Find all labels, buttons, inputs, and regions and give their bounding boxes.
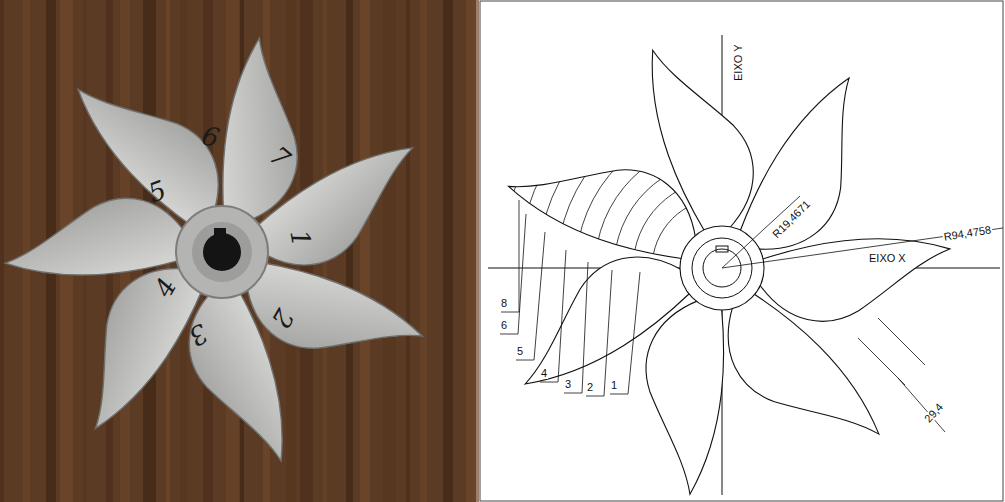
marker-line xyxy=(117,150,321,354)
wood-grain xyxy=(0,0,4,502)
leader-line xyxy=(516,360,534,361)
leader-line xyxy=(582,262,588,393)
marker-line xyxy=(5,38,433,466)
marker-line xyxy=(89,122,349,382)
leader-line xyxy=(610,394,628,395)
callout-number: 4 xyxy=(540,368,548,379)
leader-line xyxy=(628,272,640,394)
callout-number: 6 xyxy=(500,320,508,331)
blade-outline xyxy=(496,240,702,388)
leader-line xyxy=(540,382,558,383)
section-line xyxy=(500,46,944,490)
dimension-label: EIXO Y xyxy=(733,44,744,82)
marker-line xyxy=(131,164,307,340)
callout-number: 2 xyxy=(586,382,594,393)
marker-line xyxy=(75,108,363,396)
callout-number: 5 xyxy=(516,346,524,357)
marker-line xyxy=(47,80,391,424)
marker-line xyxy=(61,94,377,410)
wood-grain xyxy=(420,0,427,502)
leader-line xyxy=(500,334,518,335)
wood-grain xyxy=(443,0,453,502)
wood-grain xyxy=(406,0,410,502)
leader-line xyxy=(558,250,566,382)
wood-grain xyxy=(383,0,396,502)
blade-outline xyxy=(648,39,761,236)
marker-line xyxy=(103,136,335,368)
wood-grain xyxy=(360,0,370,502)
callout-number: 3 xyxy=(564,379,572,390)
leader-line xyxy=(604,270,612,396)
leader-line xyxy=(519,200,520,312)
leader-line xyxy=(534,232,545,360)
marker-line xyxy=(19,52,419,452)
dimension-label: EIXO X xyxy=(868,253,907,264)
leader-line xyxy=(586,396,604,397)
leader-line xyxy=(501,312,519,313)
callout-number: 8 xyxy=(500,298,508,309)
wood-grain xyxy=(466,0,479,502)
leader-line xyxy=(564,393,582,394)
marker-line xyxy=(159,192,279,312)
leader-line xyxy=(518,214,526,334)
callout-number: 1 xyxy=(610,380,618,391)
wood-grain xyxy=(346,0,353,502)
marker-line xyxy=(33,66,405,438)
